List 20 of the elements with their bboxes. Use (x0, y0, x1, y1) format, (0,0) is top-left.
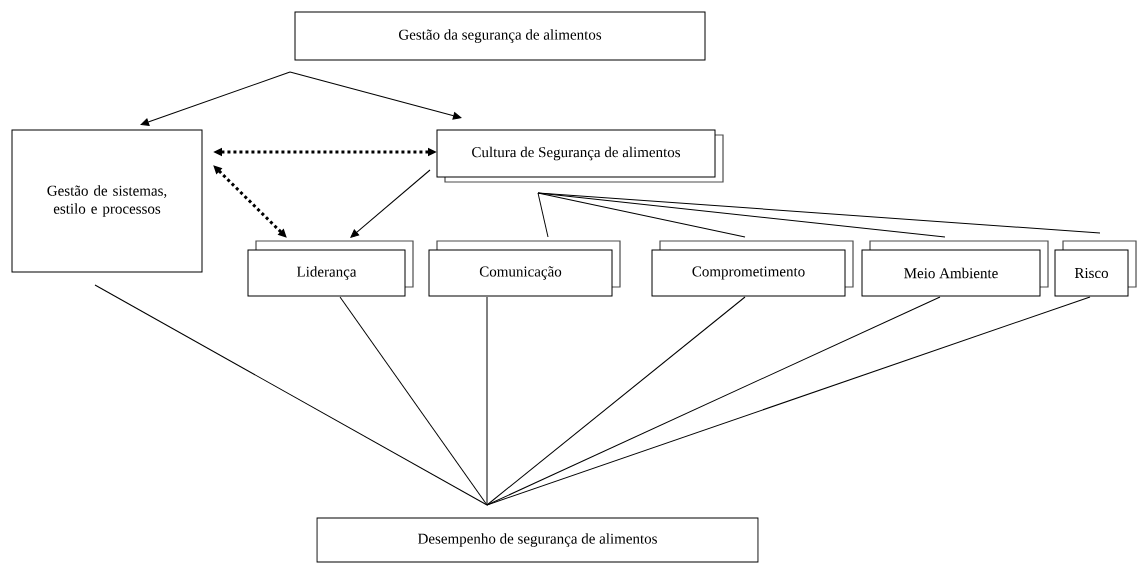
process-box: Cultura de Segurança de alimentos (436, 129, 724, 183)
connector-line (486, 296, 488, 506)
connector-line (289, 71, 462, 120)
process-box: Liderança (247, 240, 414, 297)
process-box: Comunicação (428, 240, 621, 297)
connector-line (537, 192, 549, 238)
process-box: Desempenho de segurança de alimentos (316, 517, 759, 563)
connector-line (486, 296, 1091, 506)
process-box: Gestão da segurança de alimentos (294, 11, 706, 61)
process-box: Comprometimento (651, 240, 854, 297)
process-box: Risco (1054, 240, 1137, 297)
connector-line (94, 284, 488, 506)
connector-line (350, 169, 431, 238)
connector-line (213, 165, 287, 238)
connector-line (140, 71, 291, 126)
process-box: Gestão de sistemas, estilo e processos (11, 129, 203, 273)
connector-line (537, 192, 1101, 234)
connector-line (486, 296, 746, 506)
connector-line (339, 296, 488, 506)
process-box: Meio Ambiente (861, 240, 1049, 297)
